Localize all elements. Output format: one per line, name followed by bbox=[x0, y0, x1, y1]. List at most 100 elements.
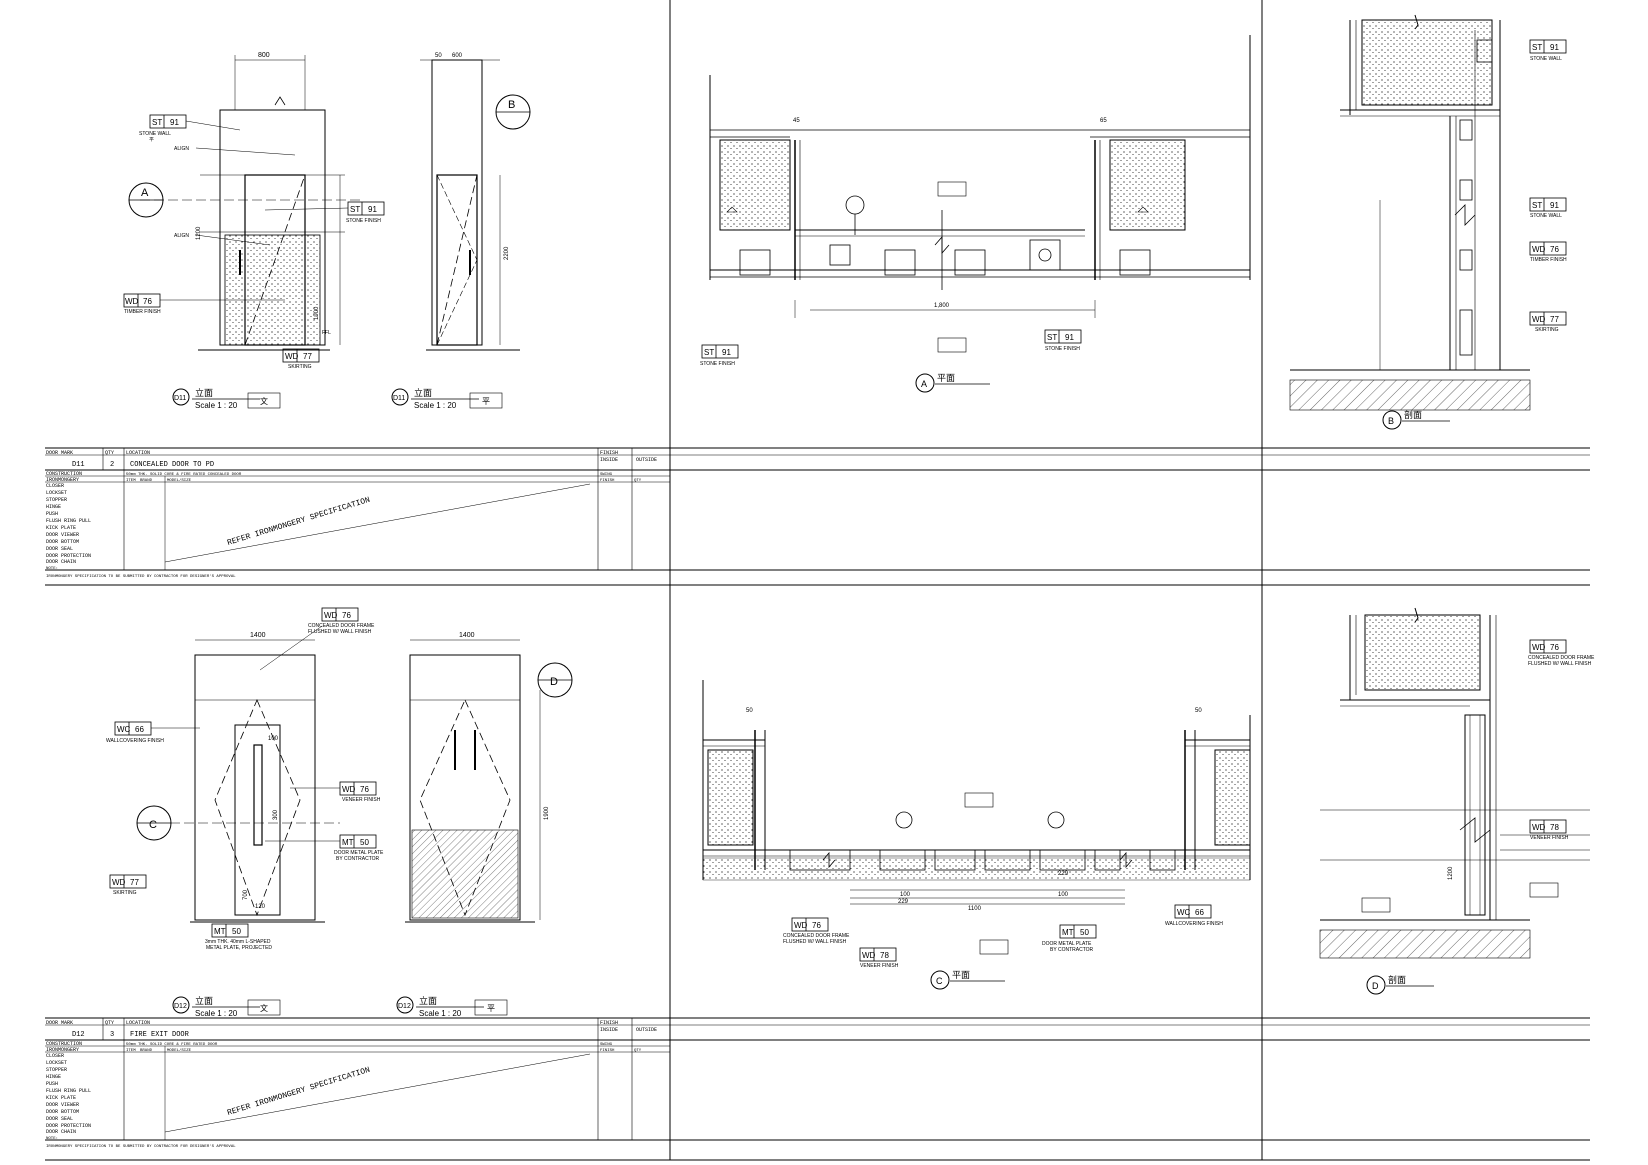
svg-text:FLUSHED W/ WALL FINISH: FLUSHED W/ WALL FINISH bbox=[308, 629, 372, 635]
svg-text:CONCEALED DOOR FRAME: CONCEALED DOOR FRAME bbox=[308, 623, 375, 629]
tag-st91-d: ST 91 STONE FINISH bbox=[1044, 329, 1082, 352]
tag-wd77-c: WD 77 SKIRTING bbox=[109, 874, 147, 896]
svg-text:STOPPER: STOPPER bbox=[46, 497, 67, 503]
plan-c-dim-229a: 229 bbox=[898, 899, 909, 905]
svg-text:91: 91 bbox=[722, 348, 731, 357]
svg-text:FINISH: FINISH bbox=[600, 450, 618, 456]
svg-text:50: 50 bbox=[360, 838, 369, 847]
svg-text:WD: WD bbox=[342, 785, 356, 794]
svg-text:D: D bbox=[1372, 981, 1379, 991]
svg-text:CONSTRUCTION: CONSTRUCTION bbox=[46, 1041, 82, 1047]
svg-text:SWING: SWING bbox=[600, 473, 613, 477]
view-title-d11-side: D11 立面 Scale 1 : 20 平 bbox=[391, 387, 503, 410]
svg-text:平面: 平面 bbox=[937, 373, 955, 383]
svg-text:66: 66 bbox=[1195, 908, 1204, 917]
svg-text:LOCKSET: LOCKSET bbox=[46, 1060, 67, 1066]
svg-text:91: 91 bbox=[368, 205, 377, 214]
align-note-1: ALIGN bbox=[174, 146, 189, 152]
svg-text:文: 文 bbox=[260, 396, 268, 406]
svg-text:IRONMONGERY: IRONMONGERY bbox=[46, 1047, 79, 1053]
svg-text:76: 76 bbox=[143, 297, 152, 306]
svg-text:CLOSER: CLOSER bbox=[46, 483, 64, 489]
svg-text:IRONMONGERY SPECIFICATION TO B: IRONMONGERY SPECIFICATION TO BE SUBMITTE… bbox=[46, 1144, 236, 1149]
svg-text:WC: WC bbox=[117, 725, 131, 734]
svg-text:FIRE EXIT DOOR: FIRE EXIT DOOR bbox=[130, 1031, 190, 1039]
svg-text:DOOR VIEWER: DOOR VIEWER bbox=[46, 1102, 79, 1108]
plan-section-a bbox=[709, 35, 1251, 353]
svg-text:平: 平 bbox=[149, 137, 154, 143]
svg-text:WD: WD bbox=[794, 921, 808, 930]
svg-text:50: 50 bbox=[232, 927, 241, 936]
tag-wd78-b: WD 78 VENEER FINISH bbox=[1529, 819, 1569, 841]
svg-text:STONE FINISH: STONE FINISH bbox=[700, 361, 735, 367]
svg-text:KICK PLATE: KICK PLATE bbox=[46, 525, 76, 531]
tag-st91-c: ST 91 STONE FINISH bbox=[700, 344, 739, 367]
svg-text:D11: D11 bbox=[393, 395, 405, 402]
svg-text:DOOR PROTECTION: DOOR PROTECTION bbox=[46, 1123, 91, 1129]
svg-text:MT: MT bbox=[342, 838, 354, 847]
svg-text:SKIRTING: SKIRTING bbox=[1535, 327, 1559, 333]
svg-text:FLUSHED W/ WALL FINISH: FLUSHED W/ WALL FINISH bbox=[783, 939, 847, 945]
svg-text:91: 91 bbox=[1550, 43, 1559, 52]
svg-text:LOCATION: LOCATION bbox=[126, 450, 150, 456]
svg-text:NOTE:: NOTE: bbox=[46, 567, 58, 571]
svg-text:OUTSIDE: OUTSIDE bbox=[636, 1027, 657, 1033]
tag-st91-e: ST 91 STONE WALL bbox=[1529, 39, 1567, 62]
svg-text:PUSH: PUSH bbox=[46, 511, 58, 517]
svg-text:WD: WD bbox=[285, 352, 299, 361]
svg-text:HINGE: HINGE bbox=[46, 1074, 61, 1080]
svg-text:剖面: 剖面 bbox=[1404, 409, 1422, 420]
svg-text:VENEER FINISH: VENEER FINISH bbox=[860, 963, 899, 969]
svg-text:CLOSER: CLOSER bbox=[46, 1053, 64, 1059]
ref-b-bubble: B bbox=[508, 99, 515, 111]
tag-mt50-b: MT 50 3mm THK. 40mm L-SHAPED METAL PLATE… bbox=[205, 923, 272, 951]
svg-text:STONE WALL: STONE WALL bbox=[139, 131, 171, 137]
d12-rear-elevation bbox=[405, 639, 573, 923]
d11-width-dim: 800 bbox=[258, 52, 270, 59]
svg-text:剖面: 剖面 bbox=[1388, 974, 1406, 985]
svg-text:STONE FINISH: STONE FINISH bbox=[346, 218, 381, 224]
svg-text:D12: D12 bbox=[72, 1031, 85, 1039]
svg-text:SWING: SWING bbox=[600, 1043, 613, 1047]
svg-text:3mm THK. 40mm L-SHAPED: 3mm THK. 40mm L-SHAPED bbox=[205, 939, 271, 945]
tag-wd76-e: WD 76 CONCEALED DOOR FRAME FLUSHED W/ WA… bbox=[783, 917, 850, 945]
svg-text:66: 66 bbox=[135, 725, 144, 734]
svg-text:FLUSH RING PULL: FLUSH RING PULL bbox=[46, 1088, 91, 1094]
svg-text:REFER IRONMONGERY SPECIFICATIO: REFER IRONMONGERY SPECIFICATION bbox=[226, 496, 371, 548]
svg-text:立面: 立面 bbox=[419, 995, 437, 1006]
svg-text:77: 77 bbox=[303, 352, 312, 361]
plan-a-dim-45: 45 bbox=[793, 118, 800, 124]
tag-wd76-a: WD 76 TIMBER FINISH bbox=[123, 293, 285, 315]
view-title-c: C 平面 bbox=[930, 970, 1005, 990]
svg-text:INSIDE: INSIDE bbox=[600, 1027, 618, 1033]
svg-text:WD: WD bbox=[1532, 315, 1546, 324]
svg-text:STONE FINISH: STONE FINISH bbox=[1045, 346, 1080, 352]
ffl-label-1: FFL bbox=[322, 330, 331, 336]
svg-text:91: 91 bbox=[170, 118, 179, 127]
svg-text:DOOR METAL PLATE: DOOR METAL PLATE bbox=[1042, 941, 1092, 947]
d11-side-dim-2200: 2200 bbox=[504, 246, 510, 260]
svg-text:ITEM: ITEM bbox=[126, 479, 136, 483]
svg-text:DOOR MARK: DOOR MARK bbox=[46, 1020, 73, 1026]
svg-text:FINISH: FINISH bbox=[600, 1020, 618, 1026]
svg-text:D12: D12 bbox=[174, 1003, 187, 1010]
svg-text:DOOR MARK: DOOR MARK bbox=[46, 450, 73, 456]
svg-text:DOOR PROTECTION: DOOR PROTECTION bbox=[46, 553, 91, 559]
view-title-d12-rear: D12 立面 Scale 1 : 20 平 bbox=[396, 995, 508, 1018]
svg-text:A: A bbox=[921, 379, 927, 389]
svg-text:VENEER FINISH: VENEER FINISH bbox=[342, 797, 381, 803]
plan-c-dim-50b: 50 bbox=[1195, 708, 1202, 714]
svg-text:76: 76 bbox=[1550, 245, 1559, 254]
svg-text:76: 76 bbox=[342, 611, 351, 620]
svg-text:91: 91 bbox=[1065, 333, 1074, 342]
svg-text:ST: ST bbox=[704, 348, 714, 357]
svg-text:C: C bbox=[936, 976, 943, 986]
svg-text:SKIRTING: SKIRTING bbox=[288, 364, 312, 370]
svg-text:ST: ST bbox=[1047, 333, 1057, 342]
d11-dim-1970: 1900 bbox=[314, 306, 320, 320]
svg-text:MODEL/SIZE: MODEL/SIZE bbox=[167, 478, 192, 483]
svg-text:76: 76 bbox=[360, 785, 369, 794]
svg-text:BY CONTRACTOR: BY CONTRACTOR bbox=[1050, 947, 1094, 953]
svg-text:ST: ST bbox=[1532, 43, 1542, 52]
